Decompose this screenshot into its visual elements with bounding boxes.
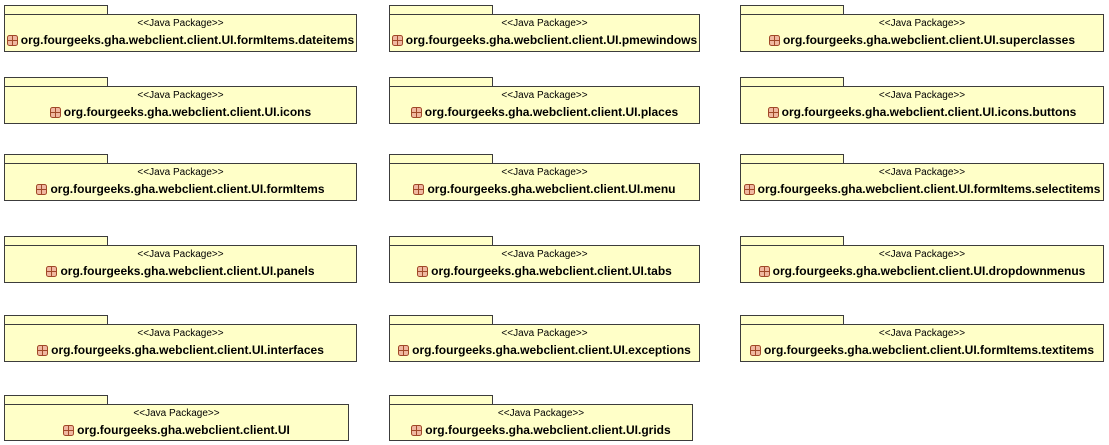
package-name: org.fourgeeks.gha.webclient.client.UI.gr…: [425, 423, 671, 437]
package-icon: [391, 34, 403, 46]
package-node[interactable]: <<Java Package>> org.fourgeeks.gha.webcl…: [740, 236, 1104, 283]
package-name: org.fourgeeks.gha.webclient.client.UI.me…: [427, 182, 676, 196]
package-icon: [413, 183, 425, 195]
package-body: <<Java Package>> org.fourgeeks.gha.webcl…: [389, 14, 700, 52]
package-node[interactable]: <<Java Package>> org.fourgeeks.gha.webcl…: [389, 5, 700, 52]
package-name: org.fourgeeks.gha.webclient.client.UI.fo…: [50, 182, 325, 196]
package-icon: [758, 265, 770, 277]
package-stereotype: <<Java Package>>: [497, 408, 585, 419]
package-body: <<Java Package>> org.fourgeeks.gha.webcl…: [740, 86, 1104, 124]
package-icon: [36, 183, 48, 195]
package-body: <<Java Package>> org.fourgeeks.gha.webcl…: [4, 404, 349, 441]
package-body: <<Java Package>> org.fourgeeks.gha.webcl…: [740, 163, 1104, 201]
package-body: <<Java Package>> org.fourgeeks.gha.webcl…: [740, 14, 1104, 52]
package-node[interactable]: <<Java Package>> org.fourgeeks.gha.webcl…: [389, 154, 700, 201]
package-name: org.fourgeeks.gha.webclient.client.UI.fo…: [757, 182, 1101, 196]
package-body: <<Java Package>> org.fourgeeks.gha.webcl…: [4, 324, 357, 362]
package-stereotype: <<Java Package>>: [137, 249, 224, 260]
package-body: <<Java Package>> org.fourgeeks.gha.webcl…: [4, 86, 357, 124]
package-icon: [767, 106, 779, 118]
package-icon: [749, 344, 761, 356]
package-stereotype: <<Java Package>>: [137, 90, 224, 101]
package-stereotype: <<Java Package>>: [501, 90, 588, 101]
package-stereotype: <<Java Package>>: [137, 167, 224, 178]
package-body: <<Java Package>> org.fourgeeks.gha.webcl…: [389, 163, 700, 201]
package-name: org.fourgeeks.gha.webclient.client.UI.in…: [51, 343, 324, 357]
package-name: org.fourgeeks.gha.webclient.client.UI.pl…: [424, 105, 679, 119]
package-icon: [37, 344, 49, 356]
package-node[interactable]: <<Java Package>> org.fourgeeks.gha.webcl…: [740, 315, 1104, 362]
package-node[interactable]: <<Java Package>> org.fourgeeks.gha.webcl…: [389, 236, 700, 283]
package-node[interactable]: <<Java Package>> org.fourgeeks.gha.webcl…: [4, 154, 357, 201]
package-name: org.fourgeeks.gha.webclient.client.UI.ta…: [431, 264, 672, 278]
package-body: <<Java Package>> org.fourgeeks.gha.webcl…: [389, 245, 700, 283]
package-stereotype: <<Java Package>>: [501, 167, 588, 178]
package-body: <<Java Package>> org.fourgeeks.gha.webcl…: [4, 14, 357, 52]
package-name: org.fourgeeks.gha.webclient.client.UI.fo…: [763, 343, 1095, 357]
package-node[interactable]: <<Java Package>> org.fourgeeks.gha.webcl…: [4, 395, 349, 441]
package-name: org.fourgeeks.gha.webclient.client.UI.ex…: [412, 343, 691, 357]
package-name: org.fourgeeks.gha.webclient.client.UI.fo…: [20, 33, 355, 47]
package-node[interactable]: <<Java Package>> org.fourgeeks.gha.webcl…: [740, 5, 1104, 52]
package-node[interactable]: <<Java Package>> org.fourgeeks.gha.webcl…: [389, 77, 700, 124]
package-name: org.fourgeeks.gha.webclient.client.UI.ic…: [63, 105, 312, 119]
package-stereotype: <<Java Package>>: [137, 328, 224, 339]
package-icon: [410, 106, 422, 118]
package-stereotype: <<Java Package>>: [878, 18, 966, 29]
package-name: org.fourgeeks.gha.webclient.client.UI.pa…: [60, 264, 315, 278]
package-icon: [417, 265, 429, 277]
package-icon: [49, 106, 61, 118]
package-body: <<Java Package>> org.fourgeeks.gha.webcl…: [4, 245, 357, 283]
package-node[interactable]: <<Java Package>> org.fourgeeks.gha.webcl…: [4, 315, 357, 362]
package-icon: [411, 424, 423, 436]
package-icon: [63, 424, 75, 436]
package-name: org.fourgeeks.gha.webclient.client.UI: [77, 423, 290, 437]
package-name: org.fourgeeks.gha.webclient.client.UI.pm…: [405, 33, 698, 47]
package-node[interactable]: <<Java Package>> org.fourgeeks.gha.webcl…: [4, 77, 357, 124]
package-body: <<Java Package>> org.fourgeeks.gha.webcl…: [389, 86, 700, 124]
package-icon: [46, 265, 58, 277]
package-stereotype: <<Java Package>>: [137, 18, 224, 29]
package-icon: [743, 183, 755, 195]
package-stereotype: <<Java Package>>: [878, 90, 966, 101]
package-name: org.fourgeeks.gha.webclient.client.UI.su…: [782, 33, 1076, 47]
package-icon: [6, 34, 18, 46]
package-stereotype: <<Java Package>>: [878, 167, 966, 178]
package-body: <<Java Package>> org.fourgeeks.gha.webcl…: [389, 324, 700, 362]
package-name: org.fourgeeks.gha.webclient.client.UI.dr…: [772, 264, 1086, 278]
package-name: org.fourgeeks.gha.webclient.client.UI.ic…: [781, 105, 1077, 119]
package-body: <<Java Package>> org.fourgeeks.gha.webcl…: [389, 404, 693, 441]
package-stereotype: <<Java Package>>: [878, 328, 966, 339]
package-node[interactable]: <<Java Package>> org.fourgeeks.gha.webcl…: [389, 315, 700, 362]
package-body: <<Java Package>> org.fourgeeks.gha.webcl…: [740, 324, 1104, 362]
package-icon: [398, 344, 410, 356]
package-stereotype: <<Java Package>>: [878, 249, 966, 260]
package-body: <<Java Package>> org.fourgeeks.gha.webcl…: [740, 245, 1104, 283]
package-node[interactable]: <<Java Package>> org.fourgeeks.gha.webcl…: [4, 236, 357, 283]
package-node[interactable]: <<Java Package>> org.fourgeeks.gha.webcl…: [740, 154, 1104, 201]
package-stereotype: <<Java Package>>: [501, 328, 588, 339]
package-stereotype: <<Java Package>>: [133, 408, 220, 419]
package-icon: [768, 34, 780, 46]
package-stereotype: <<Java Package>>: [501, 249, 588, 260]
package-node[interactable]: <<Java Package>> org.fourgeeks.gha.webcl…: [740, 77, 1104, 124]
package-node[interactable]: <<Java Package>> org.fourgeeks.gha.webcl…: [4, 5, 357, 52]
package-node[interactable]: <<Java Package>> org.fourgeeks.gha.webcl…: [389, 395, 693, 441]
package-stereotype: <<Java Package>>: [501, 18, 588, 29]
package-body: <<Java Package>> org.fourgeeks.gha.webcl…: [4, 163, 357, 201]
